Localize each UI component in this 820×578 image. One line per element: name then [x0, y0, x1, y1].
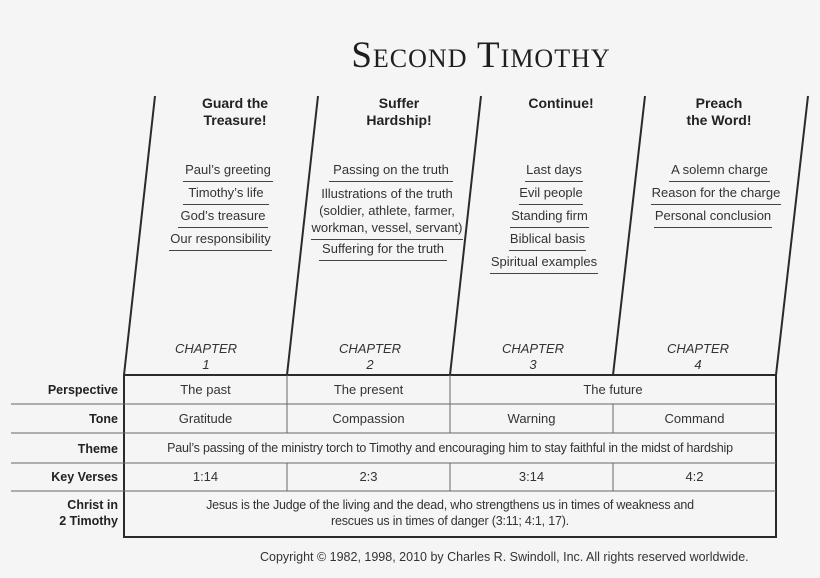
row-label-theme: Theme	[77, 442, 118, 456]
row-label-key-verses: Key Verses	[51, 470, 118, 484]
key-verse-ch4: 4:2	[685, 469, 704, 484]
tone-ch3: Warning	[507, 411, 556, 426]
chart-title: Second Timothy	[351, 35, 611, 76]
column-4-section-2: Reason for the charge	[651, 185, 781, 205]
column-4-section-3: Personal conclusion	[654, 208, 772, 228]
column-1-heading: Guard the Treasure!	[175, 95, 295, 129]
column-2-section-3: Suffering for the truth	[319, 241, 447, 261]
key-verse-ch2: 2:3	[359, 469, 378, 484]
column-2-heading-line2: Hardship!	[366, 112, 432, 128]
chapter-1-label: CHAPTER 1	[174, 341, 238, 372]
christ-in-text: Jesus is the Judge of the living and the…	[206, 498, 694, 528]
tone-ch1: Gratitude	[178, 411, 233, 426]
column-2-heading: Suffer Hardship!	[339, 95, 459, 129]
column-2-section-1: Passing on the truth	[329, 162, 453, 182]
key-verse-ch1: 1:14	[192, 469, 219, 484]
column-4-heading: Preach the Word!	[659, 95, 779, 129]
column-1-heading-line1: Guard the	[201, 95, 269, 111]
column-3-section-4: Biblical basis	[509, 231, 586, 251]
copyright-notice: Copyright © 1982, 1998, 2010 by Charles …	[260, 550, 749, 564]
column-3-section-5: Spiritual examples	[490, 254, 598, 274]
key-verse-ch3: 3:14	[518, 469, 545, 484]
perspective-ch2: The present	[333, 382, 404, 397]
column-3-heading-line1: Continue!	[528, 95, 594, 111]
theme-text: Paul’s passing of the ministry torch to …	[167, 441, 733, 455]
column-4-section-1: A solemn charge	[669, 162, 770, 182]
row-label-perspective: Perspective	[47, 383, 118, 397]
column-1-section-2: Timothy’s life	[183, 185, 269, 205]
column-1-section-4: Our responsibility	[169, 231, 272, 251]
column-4-heading-line1: Preach	[695, 95, 743, 111]
perspective-ch1: The past	[180, 382, 231, 397]
column-2-section-2: Illustrations of the truth (soldier, ath…	[311, 185, 463, 240]
column-3-section-2: Evil people	[519, 185, 583, 205]
column-2-heading-line1: Suffer	[378, 95, 420, 111]
column-1-heading-line2: Treasure!	[203, 112, 267, 128]
column-4-heading-line2: the Word!	[686, 112, 752, 128]
column-1-section-1: Paul’s greeting	[183, 162, 273, 182]
column-3-section-3: Standing firm	[510, 208, 589, 228]
row-label-tone: Tone	[89, 412, 118, 426]
tone-ch4: Command	[664, 411, 725, 426]
perspective-ch3-4: The future	[583, 382, 643, 397]
chapter-4-label: CHAPTER 4	[666, 341, 730, 372]
chapter-2-label: CHAPTER 2	[338, 341, 402, 372]
row-label-christ-in: Christ in 2 Timothy	[59, 498, 118, 528]
column-3-section-1: Last days	[525, 162, 583, 182]
column-1-section-3: God’s treasure	[178, 208, 268, 228]
chapter-3-label: CHAPTER 3	[501, 341, 565, 372]
tone-ch2: Compassion	[332, 411, 405, 426]
column-3-heading: Continue!	[501, 95, 621, 112]
